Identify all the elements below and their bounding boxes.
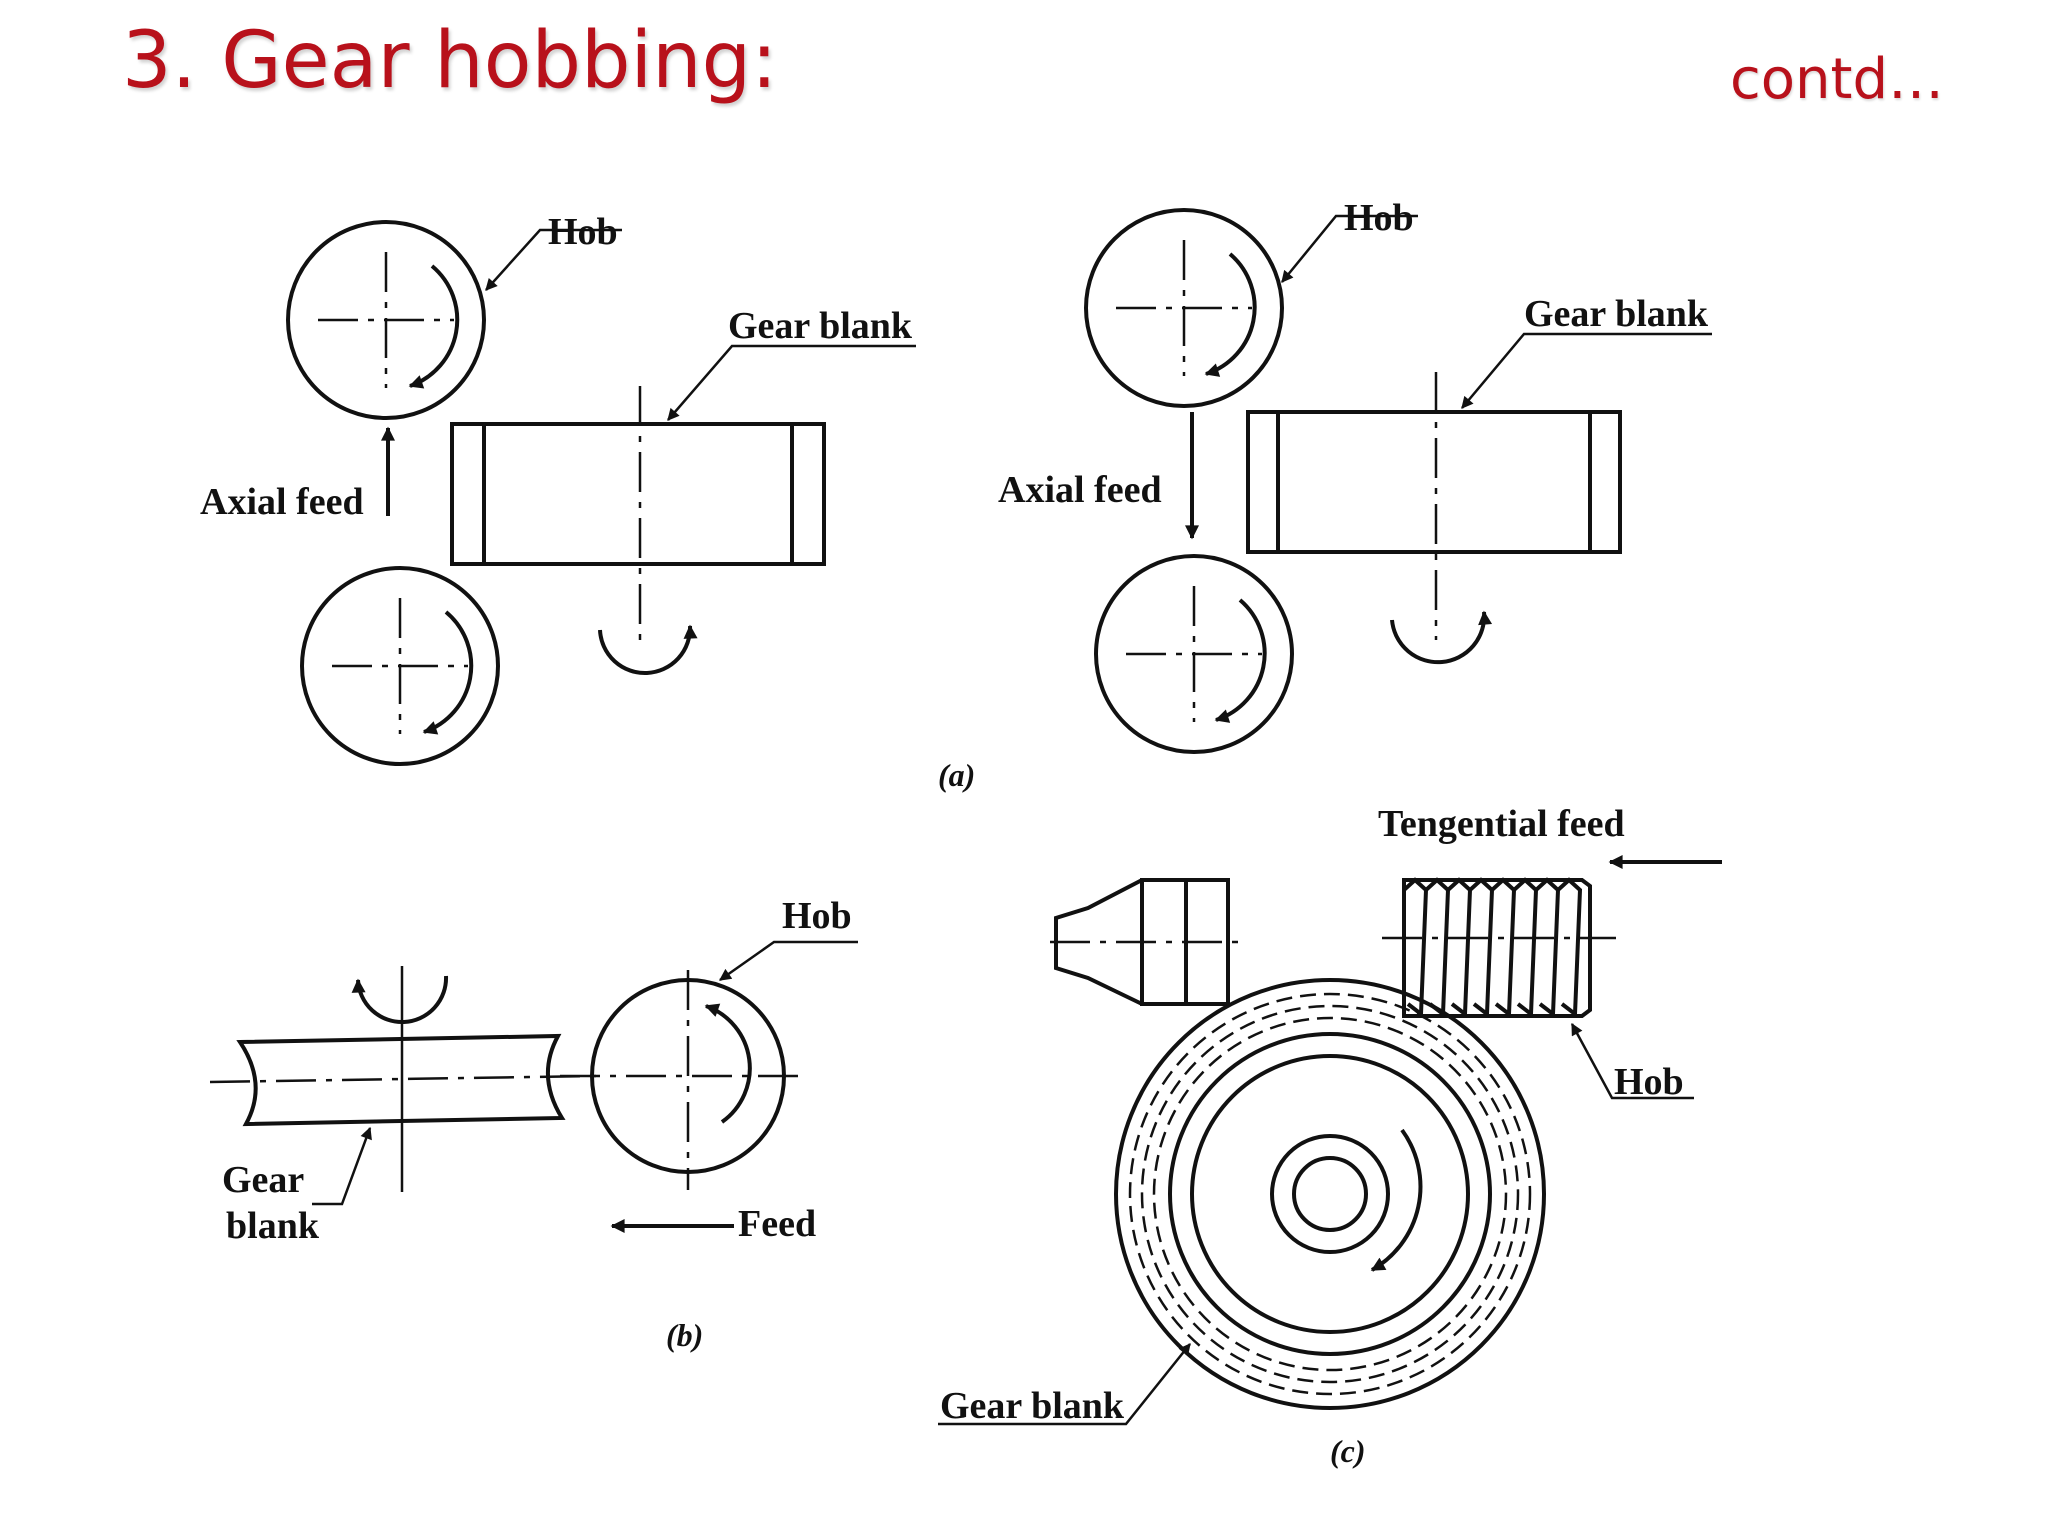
panel-c xyxy=(938,855,1722,1426)
panel-b-hob-label: Hob xyxy=(782,895,852,937)
gear-blank-right xyxy=(1246,372,1622,665)
panel-a-right-feed-label: Axial feed xyxy=(998,469,1162,511)
panel-b-feed-label: Feed xyxy=(738,1203,816,1245)
hob-thread-tooth xyxy=(1534,877,1561,1018)
panel-a-right-hob-label: Hob xyxy=(1344,197,1414,239)
panel-b xyxy=(209,940,858,1233)
hob-b xyxy=(560,970,800,1190)
hob-thread-tooth xyxy=(1424,877,1451,1018)
slide-contd-label: contd… xyxy=(1729,47,1944,112)
panel-a-left-feed-label: Axial feed xyxy=(200,481,364,523)
panel-a-left xyxy=(286,220,916,766)
panel-a-right-blank-label: Gear blank xyxy=(1524,293,1709,335)
hob-c[interactable] xyxy=(1382,877,1616,1018)
panel-a-caption: (a) xyxy=(938,757,975,793)
panel-a-left-hob-label: Hob xyxy=(548,211,618,253)
slide-title: 3. Gear hobbing: xyxy=(122,16,778,106)
gear-blank-left xyxy=(450,386,826,675)
hob-thread-tooth xyxy=(1512,877,1539,1018)
hob-thread-tooth xyxy=(1446,877,1473,1018)
hob-bottom-left xyxy=(300,566,500,766)
hob-top-right xyxy=(1084,208,1284,408)
gear-blank-b xyxy=(209,966,597,1192)
hob-thread-tooth xyxy=(1468,877,1495,1018)
panel-c-hob-label: Hob xyxy=(1614,1061,1684,1103)
panel-c-blank-label: Gear blank xyxy=(940,1385,1125,1427)
panel-c-feed-label: Tengential feed xyxy=(1378,803,1625,845)
panel-b-blank-label-line2: blank xyxy=(226,1205,320,1247)
hob-thread-tooth xyxy=(1490,877,1517,1018)
hob-bottom-right xyxy=(1094,554,1294,754)
gear-blank-c xyxy=(1114,978,1546,1410)
panel-a-right xyxy=(1084,208,1712,754)
hob-thread-tooth xyxy=(1556,877,1583,1018)
panel-a-left-blank-label: Gear blank xyxy=(728,305,913,347)
panel-b-blank-label-line1: Gear xyxy=(222,1159,304,1201)
panel-b-caption: (b) xyxy=(666,1317,703,1353)
panel-c-caption: (c) xyxy=(1330,1433,1366,1469)
tool-holder-c xyxy=(1050,878,1246,1006)
hob-top-left xyxy=(286,220,486,420)
